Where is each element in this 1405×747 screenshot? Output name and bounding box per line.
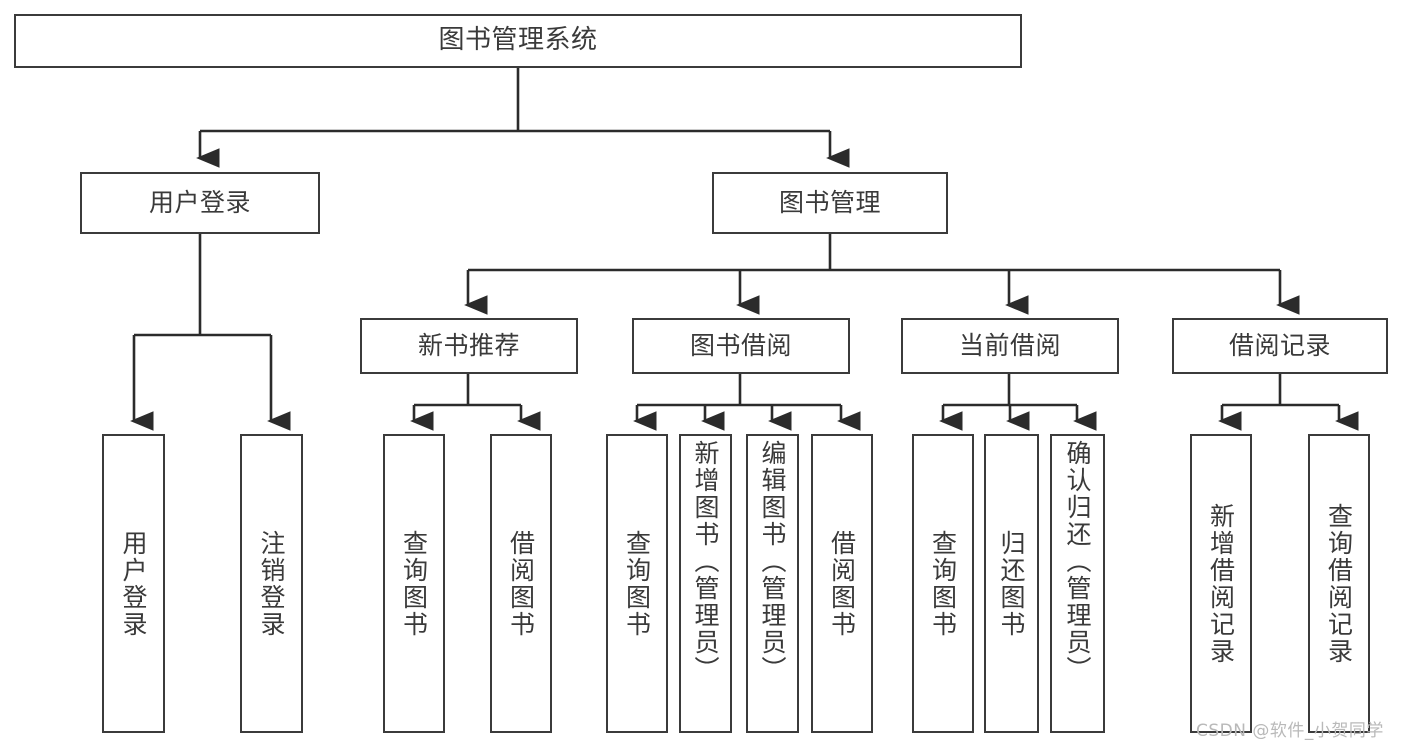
leaf-query-book-1[interactable]: 查询图书 bbox=[383, 434, 445, 733]
node-book-borrow-label: 图书借阅 bbox=[689, 330, 792, 360]
leaf-user-login[interactable]: 用户登录 bbox=[102, 434, 165, 733]
node-root-label: 图书管理系统 bbox=[438, 25, 598, 56]
node-borrow-record[interactable]: 借阅记录 bbox=[1172, 318, 1388, 374]
node-current-borrow-label: 当前借阅 bbox=[958, 330, 1061, 360]
leaf-borrow-book-1-label: 借阅图书 bbox=[506, 529, 536, 638]
leaf-confirm-return[interactable]: 确认归还（管理员） bbox=[1050, 434, 1105, 733]
node-new-book-rec-label: 新书推荐 bbox=[417, 330, 520, 360]
node-book-borrow[interactable]: 图书借阅 bbox=[632, 318, 850, 374]
node-root[interactable]: 图书管理系统 bbox=[14, 14, 1022, 68]
node-new-book-rec[interactable]: 新书推荐 bbox=[360, 318, 578, 374]
leaf-borrow-book-2-label: 借阅图书 bbox=[827, 529, 857, 638]
leaf-borrow-book-1[interactable]: 借阅图书 bbox=[490, 434, 552, 733]
leaf-query-book-3-label: 查询图书 bbox=[928, 529, 958, 638]
leaf-borrow-book-2[interactable]: 借阅图书 bbox=[811, 434, 873, 733]
leaf-edit-book[interactable]: 编辑图书（管理员） bbox=[746, 434, 799, 733]
leaf-query-book-2-label: 查询图书 bbox=[622, 529, 652, 638]
leaf-query-book-2[interactable]: 查询图书 bbox=[606, 434, 668, 733]
leaf-query-record[interactable]: 查询借阅记录 bbox=[1308, 434, 1370, 733]
leaf-add-record[interactable]: 新增借阅记录 bbox=[1190, 434, 1252, 733]
node-book-mgmt[interactable]: 图书管理 bbox=[712, 172, 948, 234]
leaf-query-record-label: 查询借阅记录 bbox=[1324, 502, 1354, 665]
node-user-login-label: 用户登录 bbox=[148, 187, 251, 217]
leaf-user-login-label: 用户登录 bbox=[119, 529, 148, 638]
leaf-add-record-label: 新增借阅记录 bbox=[1206, 502, 1236, 665]
node-current-borrow[interactable]: 当前借阅 bbox=[901, 318, 1119, 374]
leaf-edit-book-label: 编辑图书（管理员） bbox=[758, 440, 787, 683]
node-book-mgmt-label: 图书管理 bbox=[778, 187, 881, 217]
leaf-return-book[interactable]: 归还图书 bbox=[984, 434, 1039, 733]
leaf-add-book-label: 新增图书（管理员） bbox=[691, 440, 720, 683]
node-user-login[interactable]: 用户登录 bbox=[80, 172, 320, 234]
leaf-query-book-1-label: 查询图书 bbox=[399, 529, 429, 638]
leaf-confirm-return-label: 确认归还（管理员） bbox=[1063, 440, 1092, 683]
leaf-logout[interactable]: 注销登录 bbox=[240, 434, 303, 733]
leaf-add-book[interactable]: 新增图书（管理员） bbox=[679, 434, 732, 733]
leaf-return-book-label: 归还图书 bbox=[997, 529, 1026, 638]
leaf-query-book-3[interactable]: 查询图书 bbox=[912, 434, 974, 733]
node-borrow-record-label: 借阅记录 bbox=[1228, 330, 1331, 360]
leaf-logout-label: 注销登录 bbox=[257, 529, 286, 638]
